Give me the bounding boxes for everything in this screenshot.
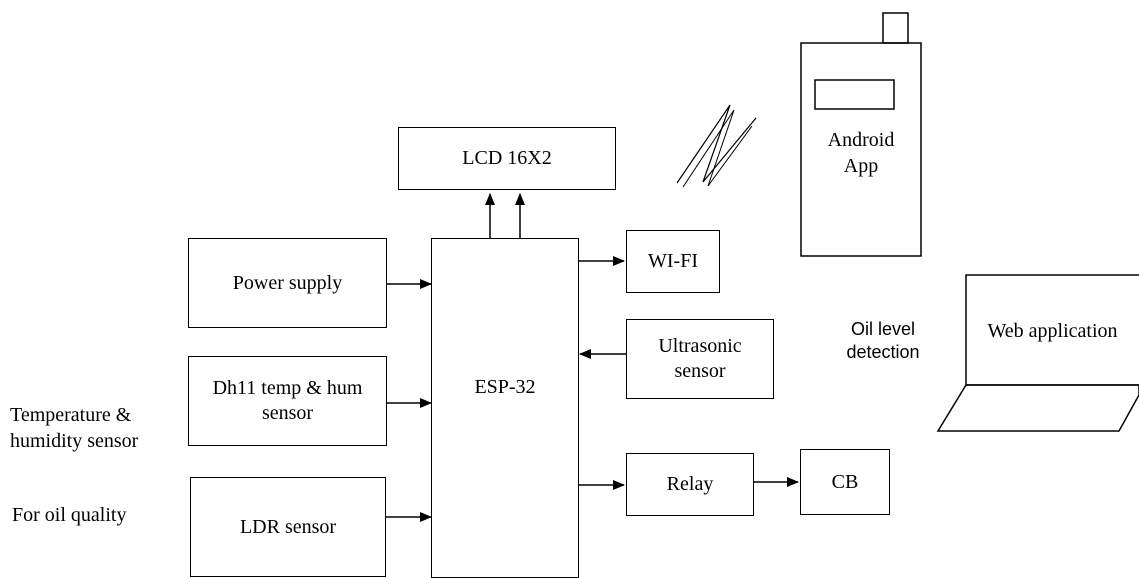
temperature-annotation: Temperature & humidity sensor xyxy=(10,402,138,454)
oil-level-annotation-line2: detection xyxy=(846,342,920,363)
lcd-block: LCD 16X2 xyxy=(398,127,616,190)
cb-label: CB xyxy=(831,470,859,493)
diagram-canvas xyxy=(385,12,1139,522)
cb-block: CB xyxy=(800,449,890,515)
android-label-line1: Android xyxy=(827,129,895,151)
relay-block: Relay xyxy=(626,453,754,516)
laptop-base xyxy=(936,384,1139,432)
oil-level-annotation: Oil level detection xyxy=(828,318,938,365)
phone-body xyxy=(800,42,922,257)
oil-level-annotation-line1: Oil level xyxy=(850,319,916,339)
web-application-label: Web application xyxy=(987,320,1118,342)
phone-screen xyxy=(814,79,895,110)
esp32-label: ESP-32 xyxy=(474,376,536,398)
ultrasonic-label-line2: sensor xyxy=(674,360,726,382)
oil-quality-annotation: For oil quality xyxy=(12,504,127,526)
ultrasonic-sensor-block: Ultrasonic sensor xyxy=(626,319,774,399)
power-supply-label: Power supply xyxy=(232,271,343,294)
dht11-label-line1: Dh11 temp & hum xyxy=(212,377,363,399)
wireless-signal-icon-shadow xyxy=(682,109,753,188)
dht11-label-line2: sensor xyxy=(261,402,314,424)
ldr-sensor-block: LDR sensor xyxy=(190,477,386,577)
ldr-label: LDR sensor xyxy=(239,515,337,538)
esp32-block: ESP-32 xyxy=(431,238,579,578)
temperature-annotation-line2: humidity sensor xyxy=(10,430,139,452)
phone-antenna xyxy=(882,12,909,44)
android-app-label: Android App xyxy=(801,127,921,179)
power-supply-block: Power supply xyxy=(188,238,387,328)
wifi-label: WI-FI xyxy=(648,250,698,272)
dht11-sensor-block: Dh11 temp & hum sensor xyxy=(188,356,387,446)
relay-label: Relay xyxy=(666,473,714,495)
lcd-label: LCD 16X2 xyxy=(462,147,552,169)
ultrasonic-label-line1: Ultrasonic xyxy=(658,335,742,357)
wifi-block: WI-FI xyxy=(626,230,720,293)
wireless-signal-icon xyxy=(676,104,757,184)
temperature-annotation-line1: Temperature & xyxy=(10,404,132,426)
android-label-line2: App xyxy=(843,155,879,177)
